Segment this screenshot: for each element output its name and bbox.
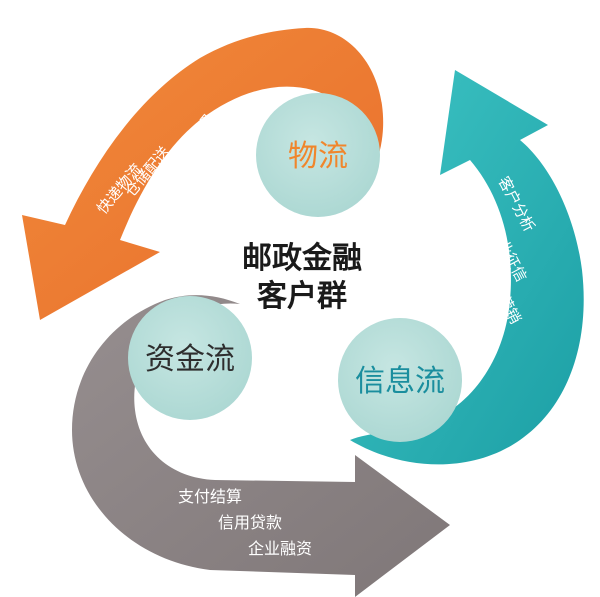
information-circle [338, 318, 462, 442]
logistics-circle [256, 93, 380, 217]
capital-label: 资金流 [145, 342, 235, 377]
information-arrow [350, 70, 584, 465]
capital-arrow [72, 295, 450, 597]
information-label: 信息流 [355, 364, 445, 399]
center-title-line2: 客户群 [257, 279, 347, 314]
logistics-label: 物流 [288, 139, 348, 174]
logistics-arrow [22, 27, 384, 320]
center-title-line1: 邮政金融 [242, 241, 362, 276]
capital-circle [128, 296, 252, 420]
capital-item-3: 企业融资 [248, 539, 312, 558]
capital-item-2: 信用贷款 [218, 513, 282, 532]
capital-item-1: 支付结算 [178, 487, 242, 506]
